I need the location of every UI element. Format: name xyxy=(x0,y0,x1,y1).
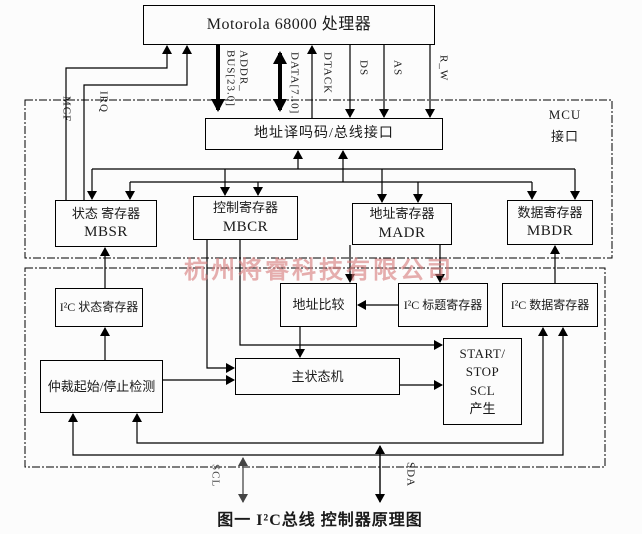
arbitration-box: 仲裁起始/停止检测 xyxy=(40,360,163,413)
mbdr-name: 数据寄存器 xyxy=(517,204,583,220)
address-compare-box: 地址比较 xyxy=(280,283,357,327)
signal-label-mcf: MCF xyxy=(60,96,73,123)
scl-pin-label: SCL xyxy=(209,464,222,488)
register-box-mbsr: 状态 寄存器 MBSR xyxy=(55,200,157,247)
signal-label-irq: IRQ xyxy=(97,91,110,113)
i2c-header-register-box: I²C 标题寄存器 xyxy=(398,283,488,327)
mbsr-id: MBSR xyxy=(84,224,128,241)
madr-id: MADR xyxy=(378,224,426,241)
processor-box: Motorola 68000 处理器 xyxy=(143,5,435,45)
register-box-mbdr: 数据寄存器 MBDR xyxy=(507,200,593,245)
start-stop-generator-box: START/ STOP SCL 产生 xyxy=(443,338,522,425)
mbsr-name: 状态 寄存器 xyxy=(71,205,141,221)
mcu-interface-label: MCU 接口 xyxy=(548,107,582,144)
main-state-machine-label: 主状态机 xyxy=(291,368,344,384)
address-decoder-box: 地址译吗码/总线接口 xyxy=(205,118,443,150)
signal-label-ds: DS xyxy=(357,60,370,77)
mbdr-id: MBDR xyxy=(526,223,574,240)
register-box-mbcr: 控制寄存器 MBCR xyxy=(193,196,298,240)
mbcr-id: MBCR xyxy=(222,218,269,235)
figure-caption: 图一 I²C总线 控制器原理图 xyxy=(217,512,423,529)
signal-label-data: DATA[7..0] xyxy=(288,52,301,115)
signal-label-dtack: DTACK xyxy=(321,52,334,95)
madr-name: 地址寄存器 xyxy=(369,206,435,222)
mbcr-name: 控制寄存器 xyxy=(212,200,278,216)
signal-label-as: AS xyxy=(391,60,404,77)
i2c-header-register-label: I²C 标题寄存器 xyxy=(403,297,483,312)
signal-label-addr-bus: ADDR_ BUS[23.0] xyxy=(224,50,250,107)
watermark: 杭州将睿科技有限公司 xyxy=(184,258,454,284)
processor-label: Motorola 68000 处理器 xyxy=(206,16,372,34)
address-compare-label: 地址比较 xyxy=(292,297,345,313)
arbitration-label: 仲裁起始/停止检测 xyxy=(47,378,156,394)
sda-pin-label: SDA xyxy=(404,462,417,488)
register-box-madr: 地址寄存器 MADR xyxy=(352,203,452,245)
address-decoder-label: 地址译吗码/总线接口 xyxy=(254,125,394,141)
i2c-data-register-label: I²C 数据寄存器 xyxy=(510,297,590,312)
i2c-status-register-label: I²C 状态寄存器 xyxy=(59,300,139,315)
i2c-data-register-box: I²C 数据寄存器 xyxy=(502,283,598,327)
main-state-machine-box: 主状态机 xyxy=(235,358,400,395)
signal-label-rw: R_W xyxy=(437,55,450,82)
i2c-status-register-box: I²C 状态寄存器 xyxy=(55,288,143,327)
